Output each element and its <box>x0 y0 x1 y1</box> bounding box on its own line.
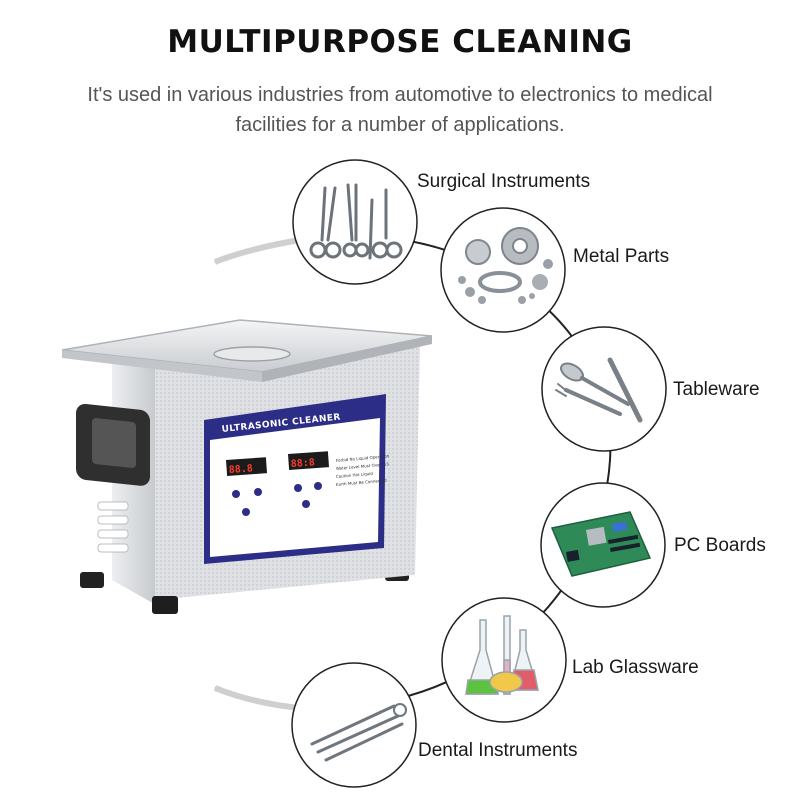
time-up-button <box>294 484 302 492</box>
time-down-button <box>314 482 322 490</box>
display-right: 88:8 <box>290 457 315 470</box>
lab-glassware-icon <box>441 597 567 723</box>
warning-2: Water Level Must Over 2/3 <box>336 461 390 471</box>
metal-parts-icon <box>440 207 566 333</box>
label-pc-boards: PC Boards <box>674 535 766 556</box>
ultrasonic-cleaner-device: ULTRASONIC CLEANER 88.8 88:8 Forbid No L… <box>61 319 433 614</box>
display-left: 88.8 <box>228 463 253 476</box>
label-tableware: Tableware <box>673 379 760 400</box>
warning-4: Earth Must Be Connected <box>336 478 388 487</box>
sonic-onoff-button <box>302 500 310 508</box>
tableware-icon <box>541 326 667 452</box>
label-lab-glassware: Lab Glassware <box>572 657 699 678</box>
page-subtitle: It's used in various industries from aut… <box>87 84 713 136</box>
pc-board-icon <box>540 482 666 608</box>
surgical-instruments-icon <box>292 159 418 285</box>
page-title: MULTIPURPOSE CLEANING <box>167 24 633 60</box>
dental-instruments-icon <box>291 662 417 788</box>
warning-1: Forbid No Liquid Operation <box>336 453 390 463</box>
heater-onoff-button <box>242 508 250 516</box>
temp-up-button <box>232 490 240 498</box>
label-surgical-instruments: Surgical Instruments <box>417 171 591 192</box>
label-dental-instruments: Dental Instruments <box>418 740 578 761</box>
warning-3: Caution Hot Liquid <box>336 471 374 479</box>
temp-down-button <box>254 488 262 496</box>
label-metal-parts: Metal Parts <box>573 246 670 267</box>
